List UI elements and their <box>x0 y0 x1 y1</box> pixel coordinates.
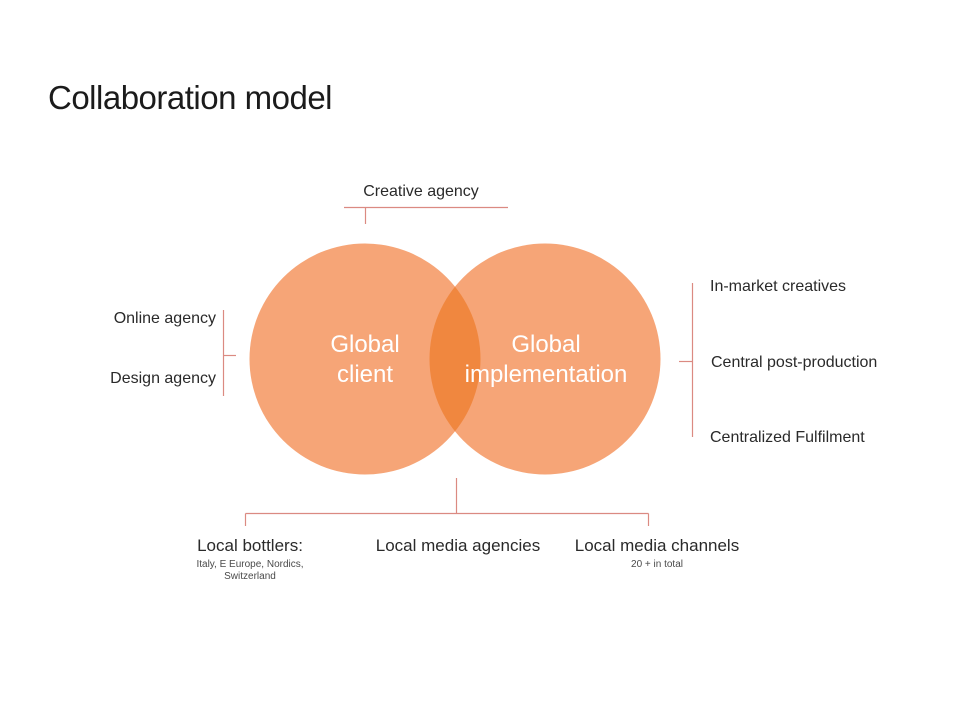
local-media-channels-sublabel: 20 + in total <box>631 559 683 570</box>
centralized-fulfilment-label: Centralized Fulfilment <box>710 429 865 446</box>
global-implementation-circle <box>429 243 661 475</box>
local-media-agencies-item: Local media agencies <box>376 536 540 556</box>
central-post-production-label: Central post-production <box>711 354 878 371</box>
creative-agency-label: Creative agency <box>363 183 479 200</box>
local-media-agencies-label: Local media agencies <box>375 536 541 555</box>
venn-circles <box>249 243 661 475</box>
local-media-channels-label: Local media channels <box>574 536 740 555</box>
local-bottlers-sublabel: Italy, E Europe, Nordics, Switzerland <box>196 559 304 582</box>
slide-title: Collaboration model <box>48 79 333 116</box>
local-bottlers-label: Local bottlers: <box>197 536 303 555</box>
global-client-circle <box>249 243 481 475</box>
online-agency-label: Online agency <box>113 310 216 327</box>
global-client-label: Global client <box>330 331 400 388</box>
local-media-channels-item: Local media channels 20 + in total <box>575 536 739 571</box>
global-implementation-label: Global implementation <box>464 331 628 388</box>
in-market-creatives-label: In-market creatives <box>710 278 847 295</box>
connector-lines <box>222 206 694 526</box>
local-bottlers-item: Local bottlers: Italy, E Europe, Nordics… <box>196 536 303 583</box>
design-agency-label: Design agency <box>110 370 216 387</box>
